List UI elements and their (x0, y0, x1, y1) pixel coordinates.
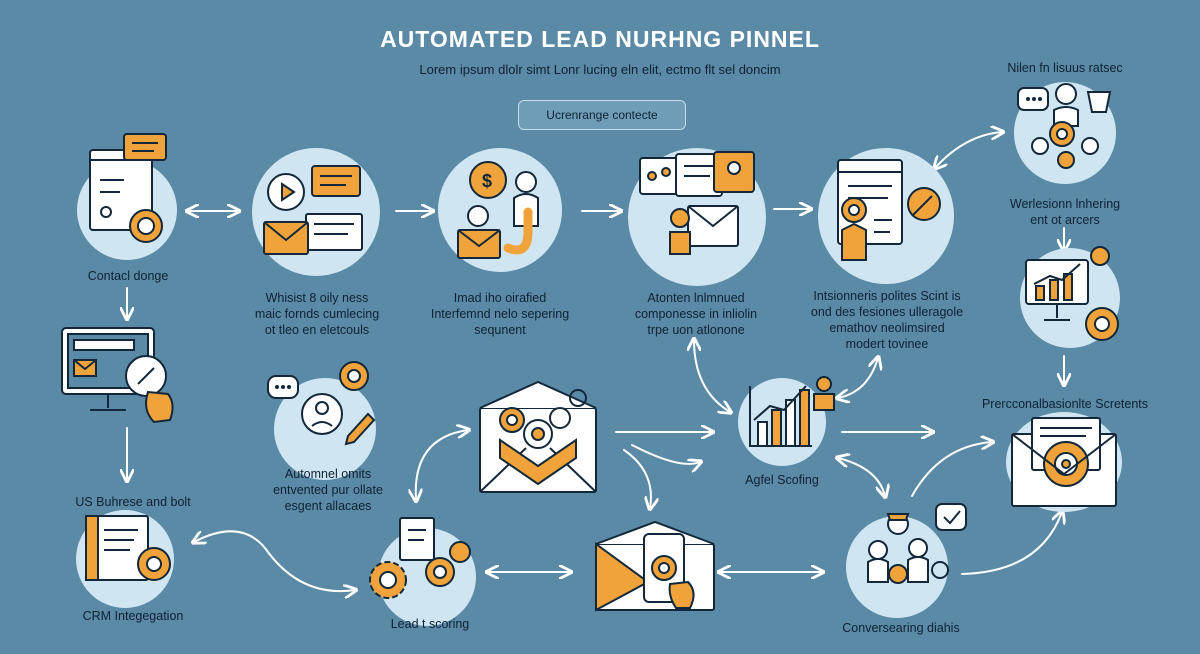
arrow-interests-agile (838, 358, 878, 398)
trigger-node-label: Imad iho oirafied Interfemnd nelo seperi… (430, 291, 570, 337)
personalized-email-icon (1011, 417, 1117, 507)
lead-scoring-label: Lead t scoring (390, 617, 470, 631)
gears-icon (369, 517, 471, 599)
arrow-email-loop (416, 430, 468, 500)
contacts-pill: Ucrenrange contecte (518, 100, 686, 130)
analytics-icon (1025, 246, 1119, 341)
web-form-icon (89, 133, 167, 243)
arrow-conversion-personal (961, 512, 1062, 575)
arrow-email-down (623, 449, 651, 508)
crm-icon (85, 515, 171, 581)
contact-node-label: Contacl donge (87, 269, 169, 283)
mobile-email-icon (595, 520, 715, 612)
arrow-agile-conversion (838, 458, 885, 496)
arrow-personal-loop (911, 442, 992, 497)
scoring-chart-icon (749, 376, 835, 447)
arrow-response-agile (694, 340, 730, 412)
segment-node-label: Automnel omits entvented pur ollate esge… (273, 467, 383, 513)
conversation-icon (867, 503, 967, 584)
nurture-side-label: Werlesionn lnhering ent ot arcers (1009, 197, 1121, 227)
response-node-label: Atonten lnlmnued componesse in inliolin … (634, 291, 758, 337)
team-icon (1017, 83, 1112, 169)
nurture-top-label: Nilen fn lisuus ratsec (1007, 61, 1123, 75)
email-marketing-icon (263, 165, 363, 255)
agile-node-label: Agfel Scofing (745, 473, 819, 487)
lead-magnet-icon: $ (457, 161, 539, 259)
website-node-label: Whisist 8 oily ness maic fornds cumlecin… (254, 291, 380, 337)
diagram-title: AUTOMATED LEAD NURHNG PINNEL (380, 26, 820, 52)
arrow-crm-leadscoring (194, 530, 355, 591)
arrow-interests-nurture (935, 132, 1002, 168)
monitor-icon (61, 327, 174, 424)
crm-monitor-label: US Buhrese and bolt (75, 495, 191, 509)
analysis-icon (837, 159, 941, 261)
crm-node-label: CRM Integegation (82, 609, 184, 623)
segment-icon (267, 361, 376, 446)
personal-node-label: Prercconalbasionlte Scretents (981, 397, 1149, 411)
arrow-email-mobile (631, 444, 700, 464)
email-automation-icon (479, 380, 597, 493)
conversion-node-label: Conversearing diahis (842, 621, 960, 635)
response-icon (639, 151, 755, 255)
interests-node-label: Intsionneris polites Scint is ond des fe… (810, 289, 964, 351)
diagram-subtitle: Lorem ipsum dlolr simt Lonr lucing eln e… (419, 62, 781, 77)
svg-text:$: $ (482, 171, 492, 191)
